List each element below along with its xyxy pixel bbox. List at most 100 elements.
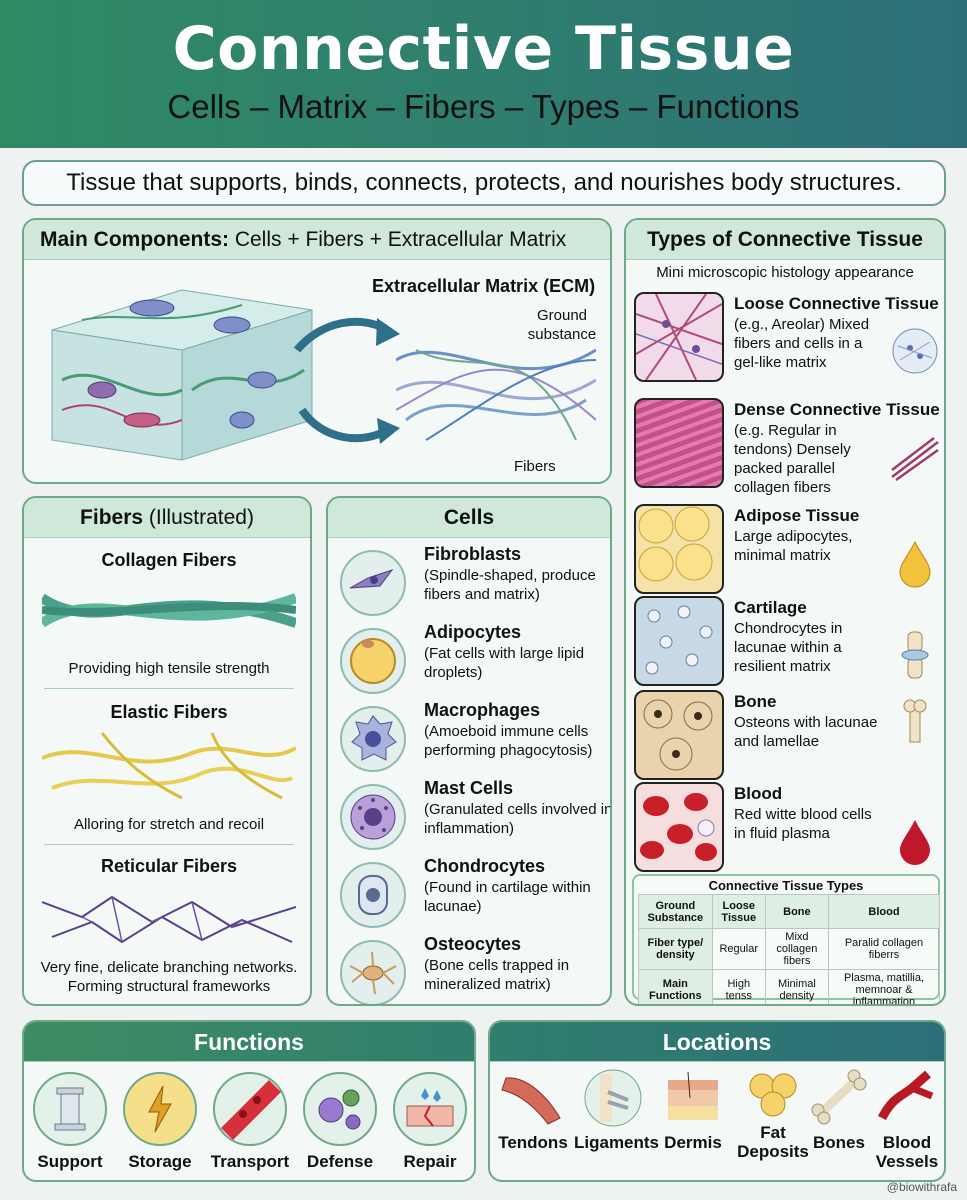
location-item: Blood Vessels	[868, 1068, 944, 1171]
table-cell: Main Functions	[638, 969, 713, 1004]
location-label: Bones	[813, 1133, 865, 1152]
cell-desc: (Found in cartilage within lacunae)	[424, 879, 591, 915]
lightning-icon	[123, 1072, 197, 1146]
location-label: Dermis	[664, 1133, 722, 1152]
adipocyte-icon	[340, 628, 406, 694]
cell-name: Osteocytes	[424, 934, 522, 954]
adipose-thumbnail	[634, 504, 724, 594]
location-item: Bones	[800, 1068, 878, 1152]
table-cell: Bone	[764, 894, 829, 929]
cell-desc: (Bone cells trapped in mineralized matri…	[424, 957, 570, 993]
location-label: Tendons	[498, 1133, 568, 1152]
type-item: Adipose Tissue Large adipocytes, minimal…	[634, 504, 940, 596]
blood-thumbnail	[634, 782, 724, 872]
function-label: Repair	[403, 1152, 457, 1171]
immune-cells-icon	[303, 1072, 377, 1146]
chondrocyte-icon	[340, 862, 406, 928]
type-desc: Osteons with lacunae and lamellae	[734, 714, 878, 750]
fibers-label: Fibers	[514, 458, 556, 475]
types-subtitle: Mini microscopic histology appearance	[656, 264, 914, 281]
functions-panel: Functions Support Storage Transport Defe…	[22, 1020, 476, 1182]
function-label: Transport	[210, 1152, 290, 1171]
collagen-fibers-desc: Providing high tensile strength	[68, 660, 270, 677]
cell-name: Macrophages	[424, 700, 541, 720]
type-item: Loose Connective Tissue (e.g., Areolar) …	[634, 292, 940, 384]
cell-item: Macrophages (Amoeboid immune cells perfo…	[338, 700, 610, 774]
header-banner: Connective Tissue Cells – Matrix – Fiber…	[0, 0, 967, 148]
blood-drop-icon	[900, 820, 930, 865]
elastic-fibers-desc: Alloring for stretch and recoil	[73, 816, 265, 833]
ligament-icon	[584, 1069, 642, 1127]
functions-heading: Functions	[24, 1022, 474, 1062]
type-desc: Red witte blood cells in fluid plasma	[734, 806, 872, 842]
fibers-panel: Fibers (Illustrated) Collagen Fibers Pro…	[22, 496, 312, 1006]
collagen-fibers-title: Collagen Fibers	[101, 550, 237, 570]
cell-item: Osteocytes (Bone cells trapped in minera…	[338, 934, 610, 1004]
fibers-heading: Fibers (Illustrated)	[24, 498, 310, 538]
wound-repair-icon	[393, 1072, 467, 1146]
bone-icon	[903, 699, 927, 743]
reticular-fiber-illustration	[42, 895, 296, 944]
fiber-divider	[44, 844, 294, 845]
table-cell: Mixd collagen fibers	[764, 928, 829, 970]
osteocyte-icon	[340, 940, 406, 1004]
locations-panel: Locations Tendons Ligaments Dermis Fat D…	[488, 1020, 946, 1182]
fibers-heading-bold: Fibers	[80, 506, 144, 529]
arrow-icon	[293, 317, 400, 444]
page-subtitle: Cells – Matrix – Fibers – Types – Functi…	[167, 88, 800, 125]
function-item: Repair	[388, 1072, 472, 1172]
cell-name: Fibroblasts	[424, 544, 522, 564]
type-desc: (e.g. Regular in tendons) Densely packed…	[734, 422, 851, 496]
function-item: Defense	[298, 1072, 382, 1172]
fibroblast-icon	[340, 550, 406, 616]
types-table-box: Connective Tissue Types Ground Substance…	[632, 874, 941, 1004]
ground-substance-label: Ground substance	[527, 307, 597, 343]
function-item: Transport	[208, 1072, 292, 1172]
ecm-fiber-illustration	[396, 348, 596, 441]
cartilage-thumbnail	[634, 596, 724, 686]
table-row: Ground Substance Loose Tissue Bone Blood	[638, 894, 941, 929]
location-item: Ligaments	[574, 1068, 660, 1152]
fat-cells-icon	[749, 1073, 797, 1117]
table-cell: Minimal density	[764, 969, 829, 1004]
areolar-icon	[892, 328, 938, 374]
location-label: Ligaments	[574, 1133, 660, 1152]
vessel-icon	[213, 1072, 287, 1146]
tendon-fiber-icon	[891, 437, 939, 482]
elastic-fibers-title: Elastic Fibers	[110, 702, 228, 722]
reticular-fibers-desc: Very fine, delicate branching networks. …	[40, 959, 298, 995]
type-item: Cartilage Chondrocytes in lacunae within…	[634, 596, 940, 688]
fibers-heading-rest: (Illustrated)	[143, 506, 254, 529]
type-name: Blood	[734, 784, 783, 803]
fat-droplet-icon	[899, 540, 931, 588]
type-name: Dense Connective Tissue	[734, 400, 940, 419]
table-cell: Ground Substance	[638, 894, 713, 929]
table-cell: High tenss	[711, 969, 766, 1004]
function-item: Support	[28, 1072, 112, 1172]
tagline: Tissue that supports, binds, connects, p…	[22, 160, 946, 206]
type-name: Bone	[734, 692, 777, 711]
locations-heading: Locations	[490, 1022, 944, 1062]
cell-desc: (Amoeboid immune cells performing phagoc…	[424, 723, 593, 759]
cell-desc: (Fat cells with large lipid droplets)	[424, 645, 585, 681]
loose-tissue-thumbnail	[634, 292, 724, 382]
pillar-icon	[33, 1072, 107, 1146]
components-panel: Main Components: Cells + Fibers + Extrac…	[22, 218, 612, 484]
credit: @biowithrafa	[886, 1180, 957, 1194]
dense-tissue-thumbnail	[634, 398, 724, 488]
cell-name: Chondrocytes	[424, 856, 546, 876]
ecm-label: Extracellular Matrix (ECM)	[372, 276, 596, 296]
elastic-fiber-illustration	[42, 732, 296, 800]
table-cell: Fiber type/ density	[638, 928, 713, 970]
cells-panel: Cells Fibroblasts (Spindle-shaped, produ…	[326, 496, 612, 1006]
type-name: Loose Connective Tissue	[734, 294, 939, 313]
type-name: Adipose Tissue	[734, 506, 860, 525]
location-item: Tendons	[494, 1068, 572, 1152]
bone-icon	[811, 1069, 867, 1125]
page-title: Connective Tissue	[172, 14, 795, 84]
table-row: Fiber type/ density Regular Mixd collage…	[638, 928, 941, 970]
cell-item: Chondrocytes (Found in cartilage within …	[338, 856, 610, 930]
table-cell: Loose Tissue	[711, 894, 766, 929]
type-item: Bone Osteons with lacunae and lamellae	[634, 690, 940, 782]
skin-layers-icon	[668, 1071, 718, 1120]
